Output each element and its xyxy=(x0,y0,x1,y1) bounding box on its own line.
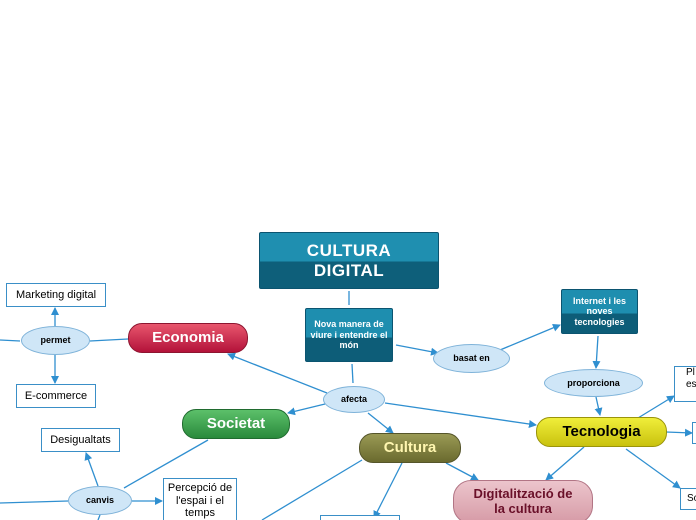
line-canvis-desigualtats xyxy=(84,452,99,487)
link-permet-label: permet xyxy=(40,335,71,346)
topic-cultura-label: Cultura xyxy=(383,439,437,457)
leaf-partial-pl-line1: Pl xyxy=(686,367,695,378)
link-canvis[interactable]: canvis xyxy=(68,486,132,515)
line-afecta-economia xyxy=(227,352,328,394)
central-topic-cultura-digital[interactable]: CULTURA DIGITAL xyxy=(259,232,439,289)
node-nova-manera[interactable]: Nova manera de viure i entendre el món xyxy=(305,308,393,362)
link-canvis-label: canvis xyxy=(85,495,115,506)
topic-tecnologia-label: Tecnologia xyxy=(562,423,641,441)
line-cultura-down xyxy=(373,462,403,519)
line-proporciona-tecnologia xyxy=(594,396,603,416)
line-cultura-digitalitzacio xyxy=(445,462,479,481)
leaf-partial-so-label: So xyxy=(687,493,696,505)
line-cultura-left xyxy=(261,459,363,520)
line-nova-afecta xyxy=(351,363,354,384)
line-societat-canvis xyxy=(123,439,209,489)
leaf-percepcio[interactable]: Percepció de l'espai i el temps xyxy=(163,478,237,520)
line-tecnologia-so xyxy=(625,448,681,489)
line-economia-permet xyxy=(89,338,129,342)
leaf-partial-pl-line2: es xyxy=(686,378,696,390)
link-proporciona[interactable]: proporciona xyxy=(544,369,643,397)
link-basat-en[interactable]: basat en xyxy=(433,344,510,373)
leaf-desigualtats-label: Desigualtats xyxy=(50,433,111,446)
line-afecta-cultura xyxy=(367,412,394,434)
line-basat-internet xyxy=(499,324,561,351)
leaf-partial-bottom[interactable] xyxy=(320,515,400,520)
leaf-partial-right[interactable] xyxy=(692,422,696,444)
node-internet[interactable]: Internet i les noves tecnologies xyxy=(561,289,638,334)
link-proporciona-label: proporciona xyxy=(567,377,620,388)
topic-societat-label: Societat xyxy=(206,415,266,433)
link-permet[interactable]: permet xyxy=(21,326,90,355)
leaf-partial-pl[interactable]: Pl es xyxy=(674,366,696,402)
leaf-marketing-digital-label: Marketing digital xyxy=(15,288,97,301)
topic-economia[interactable]: Economia xyxy=(128,323,248,353)
node-internet-label: Internet i les noves tecnologies xyxy=(572,295,626,327)
node-nova-manera-label: Nova manera de viure i entendre el món xyxy=(310,319,388,351)
leaf-partial-so[interactable]: So xyxy=(680,488,696,510)
topic-societat[interactable]: Societat xyxy=(182,409,290,439)
line-tecnologia-right xyxy=(665,428,693,437)
line-nova-basat xyxy=(395,344,439,356)
topic-digitalitzacio[interactable]: Digitalització de la cultura xyxy=(453,480,593,520)
topic-cultura[interactable]: Cultura xyxy=(359,433,461,463)
leaf-desigualtats[interactable]: Desigualtats xyxy=(41,428,120,452)
line-internet-proporciona xyxy=(592,335,601,369)
line-tecnologia-pl xyxy=(637,395,675,419)
link-basat-en-label: basat en xyxy=(453,353,490,364)
topic-digitalitzacio-label: Digitalització de la cultura xyxy=(473,486,573,516)
link-afecta[interactable]: afecta xyxy=(323,386,385,413)
line-permet-offscreen xyxy=(0,339,21,342)
line-canvis-offscreen xyxy=(0,500,69,504)
line-afecta-tecnologia xyxy=(384,402,537,428)
leaf-marketing-digital[interactable]: Marketing digital xyxy=(6,283,106,307)
leaf-percepcio-label: Percepció de l'espai i el temps xyxy=(167,482,233,520)
topic-economia-label: Economia xyxy=(152,329,224,347)
line-afecta-societat xyxy=(287,403,326,416)
leaf-e-commerce-label: E-commerce xyxy=(24,389,88,402)
central-topic-label: CULTURA DIGITAL xyxy=(306,240,392,280)
topic-tecnologia[interactable]: Tecnologia xyxy=(536,417,667,447)
line-canvis-down xyxy=(97,514,101,520)
link-afecta-label: afecta xyxy=(340,394,367,405)
line-tecnologia-digitalitzacio xyxy=(545,446,585,481)
leaf-e-commerce[interactable]: E-commerce xyxy=(16,384,96,408)
